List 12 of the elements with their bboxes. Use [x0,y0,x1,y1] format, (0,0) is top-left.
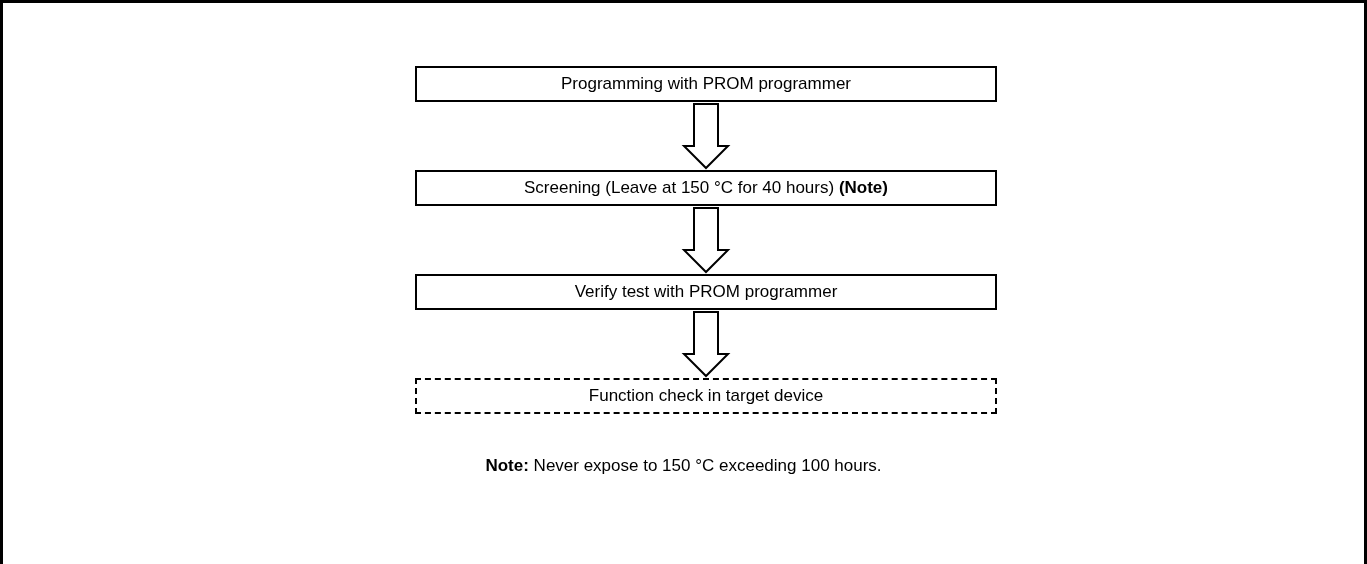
step-text: Screening (Leave at 150 °C for 40 hours) (Note) [524,178,888,198]
step-text: Function check in target device [588,386,824,406]
block-arrow [681,207,731,274]
block-arrow [681,311,731,378]
block-arrow [681,103,731,170]
process-box [415,170,997,206]
note-text: Note: Never expose to 150 °C exceeding 100 hours. [485,456,882,475]
process-box [415,274,997,310]
step-text: Programming with PROM programmer [561,74,851,94]
step-text: Verify test with PROM programmer [574,282,838,302]
process-box [415,66,997,102]
optional-step-box [415,378,997,414]
